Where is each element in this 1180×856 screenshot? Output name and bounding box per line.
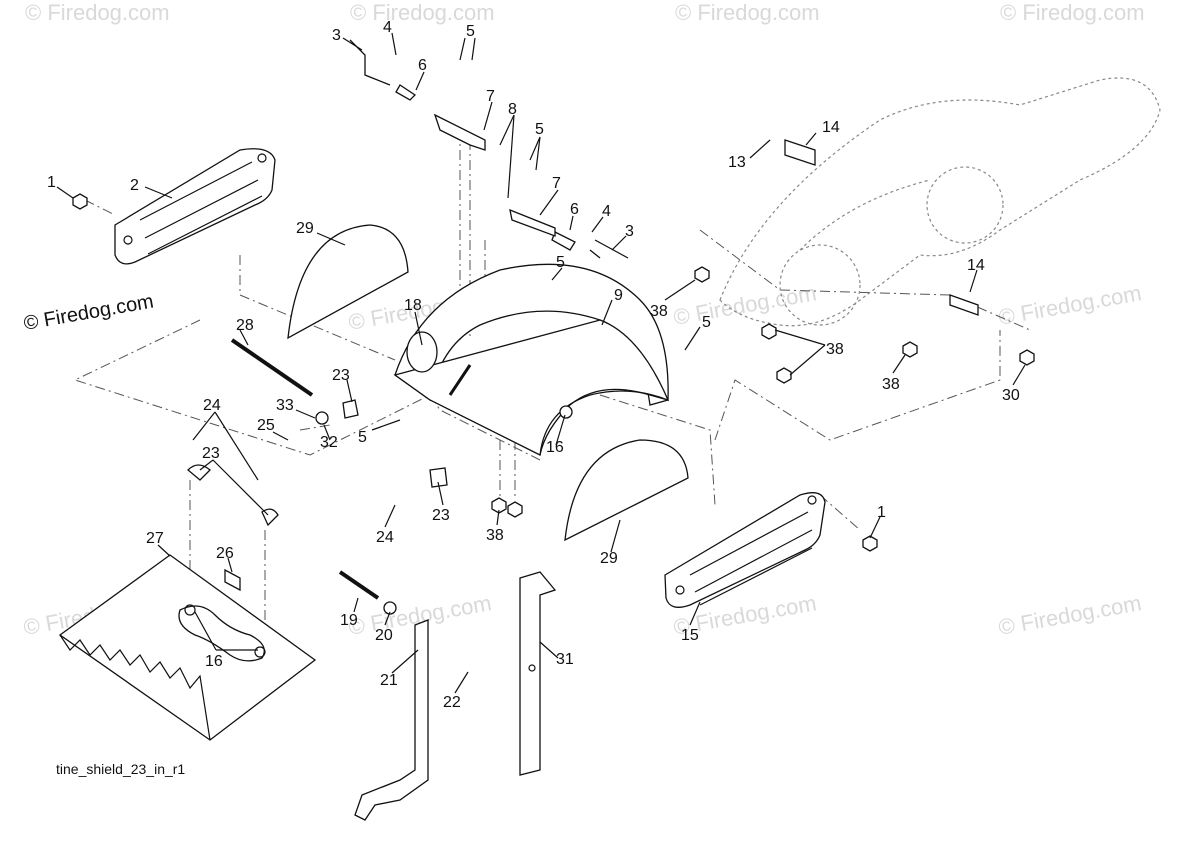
callout-5: 5 xyxy=(358,429,367,446)
callout-32: 32 xyxy=(320,434,338,451)
callout-38: 38 xyxy=(826,341,844,358)
callout-24: 24 xyxy=(376,529,394,546)
leader-lines xyxy=(56,32,1026,694)
callout-29: 29 xyxy=(600,550,618,567)
callout-14: 14 xyxy=(967,257,985,274)
callout-6: 6 xyxy=(418,57,427,74)
depth-bar xyxy=(354,619,429,821)
callout-2: 2 xyxy=(130,177,139,194)
callout-6: 6 xyxy=(570,201,579,218)
callout-7: 7 xyxy=(552,175,561,192)
watermark: © Firedog.com xyxy=(25,0,170,25)
callout-38: 38 xyxy=(882,376,900,393)
side-shields xyxy=(287,224,689,542)
callout-3: 3 xyxy=(332,27,341,44)
callout-23: 23 xyxy=(202,445,220,462)
callout-16: 16 xyxy=(205,653,223,670)
diagram-caption: tine_shield_23_in_r1 xyxy=(56,761,185,777)
callout-26: 26 xyxy=(216,545,234,562)
watermark: © Firedog.com xyxy=(997,590,1144,640)
depth-bracket xyxy=(519,571,557,776)
callout-38: 38 xyxy=(650,303,668,320)
callout-5: 5 xyxy=(535,121,544,138)
callout-1: 1 xyxy=(877,504,886,521)
watermark: © Firedog.com xyxy=(350,0,495,25)
callout-27: 27 xyxy=(146,530,164,547)
watermark: © Firedog.com xyxy=(997,280,1144,330)
callout-25: 25 xyxy=(257,417,275,434)
callout-30: 30 xyxy=(1002,387,1020,404)
callout-4: 4 xyxy=(602,203,611,220)
callout-20: 20 xyxy=(375,627,393,644)
callout-5: 5 xyxy=(702,314,711,331)
callout-8: 8 xyxy=(508,101,517,118)
callout-22: 22 xyxy=(443,694,461,711)
callout-16: 16 xyxy=(546,439,564,456)
callout-23: 23 xyxy=(332,367,350,384)
right-side-deflector xyxy=(664,492,826,608)
callout-1: 1 xyxy=(47,174,56,191)
callout-28: 28 xyxy=(236,317,254,334)
callout-19: 19 xyxy=(340,612,358,629)
callout-24: 24 xyxy=(203,397,221,414)
watermark-dark: © Firedog.com xyxy=(22,290,155,334)
left-side-deflector xyxy=(114,148,276,265)
callout-5: 5 xyxy=(466,23,475,40)
rods xyxy=(230,338,472,600)
callout-4: 4 xyxy=(383,19,392,36)
callout-labels: 1 1 2 3 3 4 4 5 5 5 5 5 6 6 7 7 8 9 13 1… xyxy=(47,19,1020,711)
callout-14: 14 xyxy=(822,119,840,136)
callout-21: 21 xyxy=(380,672,398,689)
callout-23: 23 xyxy=(432,507,450,524)
callout-38: 38 xyxy=(486,527,504,544)
callout-5: 5 xyxy=(556,254,565,271)
tine-cover-flap xyxy=(58,554,317,741)
hardware xyxy=(72,39,1035,615)
watermark: © Firedog.com xyxy=(672,280,819,330)
callout-9: 9 xyxy=(614,287,623,304)
tiller-frame-outline xyxy=(719,77,1161,327)
watermark: © Firedog.com xyxy=(675,0,820,25)
callout-29: 29 xyxy=(296,220,314,237)
callout-13: 13 xyxy=(728,154,746,171)
callout-3: 3 xyxy=(625,223,634,240)
callout-15: 15 xyxy=(681,627,699,644)
watermark: © Firedog.com xyxy=(1000,0,1145,25)
callout-7: 7 xyxy=(486,88,495,105)
callout-33: 33 xyxy=(276,397,294,414)
callout-31: 31 xyxy=(556,651,574,668)
main-tine-shield xyxy=(393,263,670,456)
callout-18: 18 xyxy=(404,297,422,314)
